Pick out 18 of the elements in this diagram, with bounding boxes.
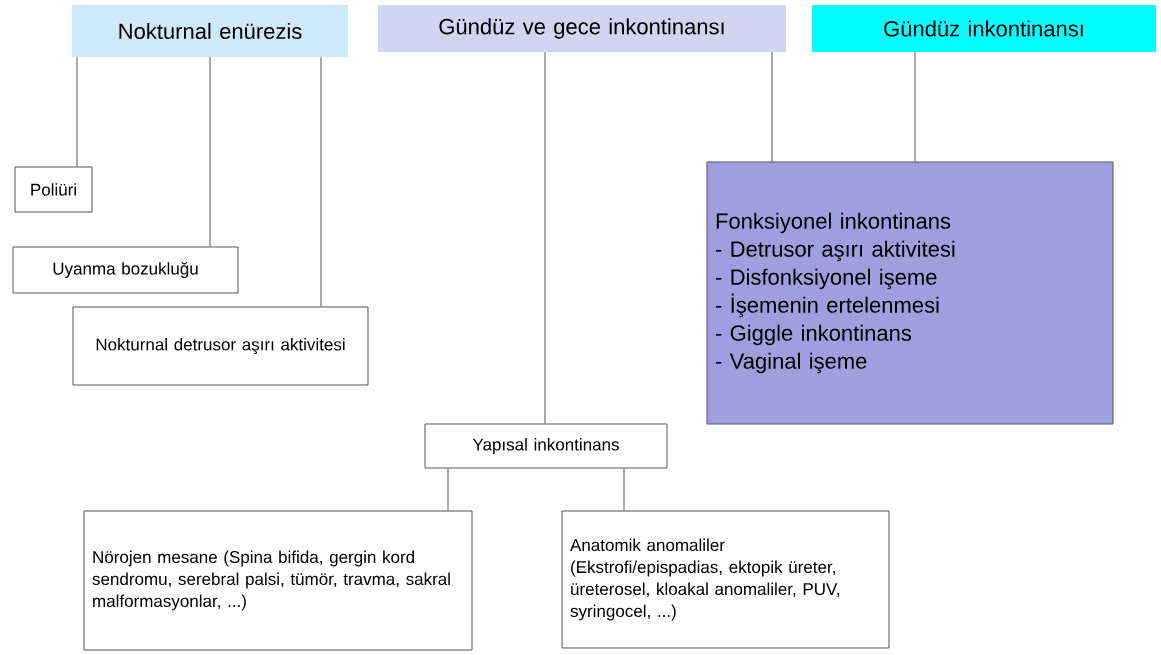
connector-line bbox=[623, 468, 625, 511]
category-box: Fonksiyonel inkontinans - Detrusor aşırı aktivitesi - Disfonksiyonel işeme - İşemenin ertelenmesi - Giggle inkontinans - Vaginal işeme bbox=[706, 161, 1114, 425]
category-box: Poliüri bbox=[14, 166, 93, 213]
heading-box: Gündüz inkontinansı bbox=[812, 5, 1156, 52]
category-box: Nörojen mesane (Spina bifida, gergin kord sendromu, serebral palsi, tümör, travma, sakral malformasyonlar, ...) bbox=[83, 510, 473, 651]
connector-line bbox=[771, 51, 773, 162]
connector-line bbox=[447, 468, 449, 511]
category-box: Yapısal inkontinans bbox=[424, 423, 668, 469]
heading-box: Nokturnal enürezis bbox=[72, 5, 348, 57]
connector-line bbox=[544, 51, 546, 424]
category-box: Uyanma bozukluğu bbox=[12, 246, 239, 294]
connector-line bbox=[209, 56, 211, 247]
category-box: Nokturnal detrusor aşırı aktivitesi bbox=[72, 306, 369, 386]
heading-box: Gündüz ve gece inkontinansı bbox=[378, 5, 786, 52]
category-box: Anatomik anomaliler (Ekstrofi/epispadias, ektopik üreter, üreterosel, kloakal anomaliler, PUV, syringocel, ...) bbox=[561, 510, 890, 649]
connector-line bbox=[914, 51, 916, 162]
connector-line bbox=[76, 56, 78, 167]
connector-line bbox=[320, 56, 322, 307]
